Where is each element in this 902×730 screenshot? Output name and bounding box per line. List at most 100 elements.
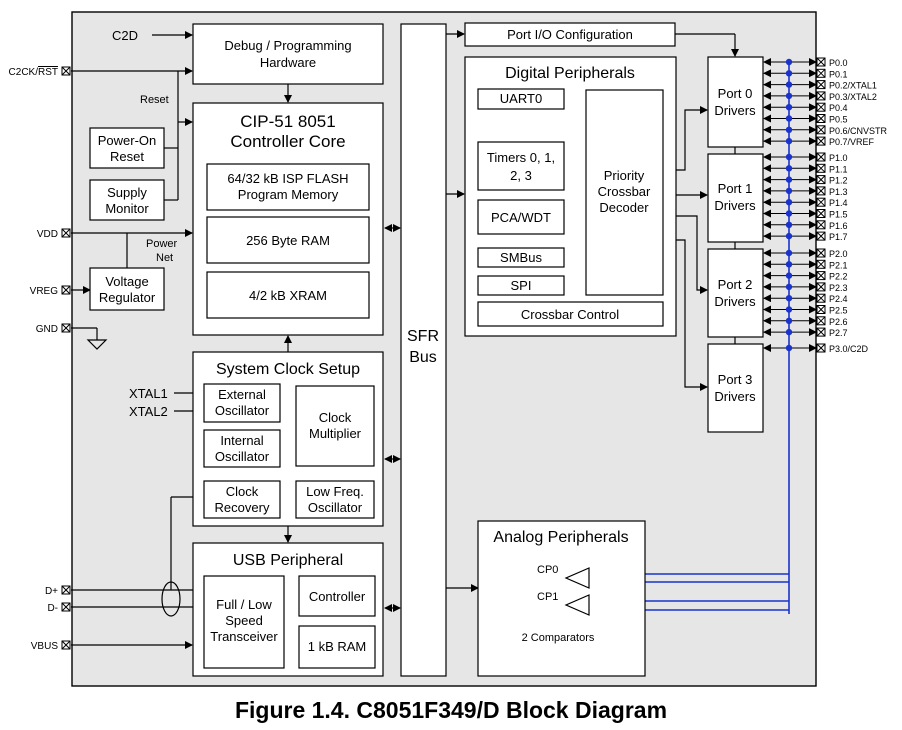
reset-label: Reset — [140, 94, 169, 106]
port-io-config-block: Port I/O Configuration — [464, 22, 676, 47]
port0-drivers: Port 0 Drivers — [707, 56, 764, 148]
pin-p2-1: P2.1 — [763, 259, 848, 270]
svg-text:Priority: Priority — [604, 168, 645, 183]
xtal2-label: XTAL2 — [129, 404, 168, 419]
svg-text:Port 0: Port 0 — [718, 86, 753, 101]
svg-text:Bus: Bus — [409, 349, 437, 366]
svg-text:P1.3: P1.3 — [829, 187, 848, 197]
svg-text:SPI: SPI — [511, 278, 532, 293]
pin-p2-2: P2.2 — [763, 271, 848, 282]
pin-p1-7: P1.7 — [763, 231, 848, 242]
svg-text:VDD: VDD — [37, 229, 58, 240]
svg-text:SFR: SFR — [407, 328, 439, 345]
svg-text:P1.6: P1.6 — [829, 221, 848, 231]
svg-text:Power-On: Power-On — [98, 133, 157, 148]
svg-text:P0.0: P0.0 — [829, 58, 848, 68]
pin-p1-1: P1.1 — [763, 163, 848, 174]
svg-text:2 Comparators: 2 Comparators — [522, 632, 595, 644]
svg-text:Regulator: Regulator — [99, 290, 156, 305]
pin-p1-4: P1.4 — [763, 197, 848, 208]
svg-text:Internal: Internal — [220, 433, 263, 448]
svg-text:P1.1: P1.1 — [829, 164, 848, 174]
svg-text:Controller: Controller — [309, 589, 366, 604]
pin-p0-1: P0.1 — [763, 68, 848, 79]
xtal1-label: XTAL1 — [129, 386, 168, 401]
sfr-bus-block: SFR Bus — [400, 23, 447, 677]
svg-text:Oscillator: Oscillator — [215, 449, 270, 464]
net-label: Net — [156, 252, 173, 264]
svg-text:1 kB RAM: 1 kB RAM — [308, 639, 367, 654]
svg-text:Low Freq.: Low Freq. — [306, 484, 364, 499]
svg-text:External: External — [218, 387, 266, 402]
analog-peripherals-block: Analog Peripherals CP0 CP1 2 Comparators — [477, 520, 646, 677]
svg-text:System Clock Setup: System Clock Setup — [216, 361, 360, 378]
figure-caption: Figure 1.4. C8051F349/D Block Diagram — [235, 697, 667, 723]
svg-text:P2.0: P2.0 — [829, 249, 848, 259]
port2-drivers: Port 2 Drivers — [707, 248, 764, 338]
svg-text:Decoder: Decoder — [599, 200, 649, 215]
svg-text:P2.1: P2.1 — [829, 260, 848, 270]
port1-drivers: Port 1 Drivers — [707, 153, 764, 243]
pin-p0-0: P0.0 — [763, 57, 848, 68]
xram-label: 4/2 kB XRAM — [249, 288, 327, 303]
svg-text:P0.1: P0.1 — [829, 69, 848, 79]
pin-vdd: VDD — [37, 228, 71, 240]
c2d-label: C2D — [112, 28, 138, 43]
pin-p1-0: P1.0 — [763, 152, 848, 163]
pin-p0-6-cnvstr: P0.6/CNVSTR — [763, 125, 888, 136]
voltage-regulator-block: Voltage Regulator — [89, 267, 165, 311]
pin-p0-3-xtal2: P0.3/XTAL2 — [763, 91, 877, 102]
pin-p2-0: P2.0 — [763, 248, 848, 259]
svg-text:P2.6: P2.6 — [829, 317, 848, 327]
svg-text:P0.5: P0.5 — [829, 115, 848, 125]
svg-text:Drivers: Drivers — [714, 198, 756, 213]
pin-p1-5: P1.5 — [763, 209, 848, 220]
svg-text:Port 2: Port 2 — [718, 277, 753, 292]
svg-text:Port 3: Port 3 — [718, 372, 753, 387]
svg-text:Oscillator: Oscillator — [308, 500, 363, 515]
svg-text:2, 3: 2, 3 — [510, 168, 532, 183]
pin-d-: D- — [47, 602, 71, 614]
pin-p2-3: P2.3 — [763, 282, 848, 293]
pin-d-: D+ — [45, 585, 71, 597]
debug-block: Debug / Programming Hardware — [192, 23, 384, 85]
ram-label: 256 Byte RAM — [246, 233, 330, 248]
svg-text:Supply: Supply — [107, 185, 147, 200]
svg-text:GND: GND — [36, 324, 58, 335]
flash-label: 64/32 kB ISP FLASH — [227, 171, 348, 186]
svg-text:P1.5: P1.5 — [829, 210, 848, 220]
svg-text:CIP-51 8051: CIP-51 8051 — [240, 112, 335, 131]
svg-text:VBUS: VBUS — [31, 641, 59, 652]
digital-peripherals-block: Digital Peripherals UART0 Timers 0, 1, 2… — [464, 56, 677, 337]
svg-text:P2.2: P2.2 — [829, 272, 848, 282]
system-clock-block: System Clock Setup External Oscillator I… — [192, 351, 384, 527]
svg-text:P1.2: P1.2 — [829, 176, 848, 186]
svg-text:Monitor: Monitor — [105, 201, 149, 216]
svg-text:Digital Peripherals: Digital Peripherals — [505, 65, 635, 82]
svg-text:SMBus: SMBus — [500, 250, 542, 265]
svg-text:Full / Low: Full / Low — [216, 597, 272, 612]
svg-text:PCA/WDT: PCA/WDT — [491, 210, 551, 225]
svg-text:P0.2/XTAL1: P0.2/XTAL1 — [829, 81, 877, 91]
supply-monitor-block: Supply Monitor — [89, 179, 165, 221]
svg-text:VREG: VREG — [30, 286, 59, 297]
pin-gnd: GND — [36, 323, 71, 335]
svg-text:Clock: Clock — [226, 484, 259, 499]
power-label: Power — [146, 238, 178, 250]
svg-text:P0.3/XTAL2: P0.3/XTAL2 — [829, 92, 877, 102]
power-on-reset-block: Power-On Reset — [89, 127, 165, 169]
cp0-label: CP0 — [537, 564, 558, 576]
svg-text:Recovery: Recovery — [215, 500, 270, 515]
svg-text:P1.7: P1.7 — [829, 232, 848, 242]
svg-text:Debug / Programming: Debug / Programming — [224, 38, 351, 53]
svg-text:Program Memory: Program Memory — [238, 187, 339, 202]
svg-text:P0.7/VREF: P0.7/VREF — [829, 137, 875, 147]
svg-text:P3.0/C2D: P3.0/C2D — [829, 344, 869, 354]
svg-text:D-: D- — [47, 603, 58, 614]
pin-p0-4: P0.4 — [763, 102, 848, 113]
port3-drivers: Port 3 Drivers — [707, 343, 764, 433]
pin-p2-7: P2.7 — [763, 327, 848, 338]
pin-p2-5: P2.5 — [763, 305, 848, 316]
svg-text:C2CK/RST: C2CK/RST — [9, 67, 58, 78]
